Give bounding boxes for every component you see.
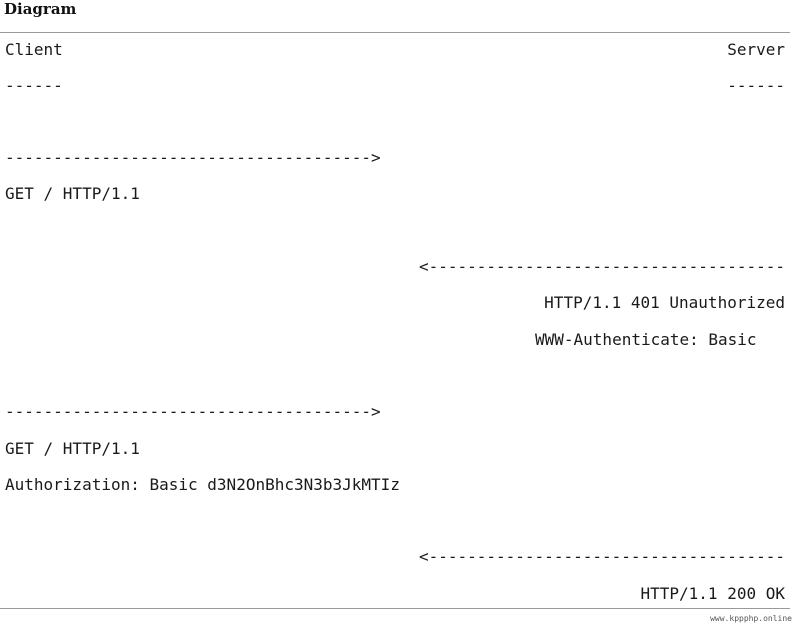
arrow-request-2: --------------------------------------> — [5, 402, 381, 421]
client-underline: ------ — [5, 76, 63, 95]
request-2-line-2: Authorization: Basic d3N2OnBhc3N3b3JkMTI… — [5, 475, 400, 494]
top-divider — [0, 32, 790, 33]
response-1-line-2: WWW-Authenticate: Basic — [535, 330, 757, 349]
bottom-divider — [0, 608, 790, 609]
response-2-line-1: HTTP/1.1 200 OK — [640, 584, 786, 603]
arrow-response-2: <------------------------------------- — [418, 547, 785, 566]
diagram-heading: Diagram — [4, 0, 77, 18]
request-2-line-1: GET / HTTP/1.1 — [5, 439, 140, 458]
site-watermark: www.kppphp.online — [710, 614, 792, 623]
request-1-line-1: GET / HTTP/1.1 — [5, 184, 140, 203]
client-label: Client — [5, 40, 63, 59]
server-label: Server — [727, 40, 785, 59]
server-underline: ------ — [727, 76, 785, 95]
arrow-response-1: <------------------------------------- — [418, 257, 785, 276]
arrow-request-1: --------------------------------------> — [5, 148, 381, 167]
response-1-line-1: HTTP/1.1 401 Unauthorized — [544, 293, 785, 312]
